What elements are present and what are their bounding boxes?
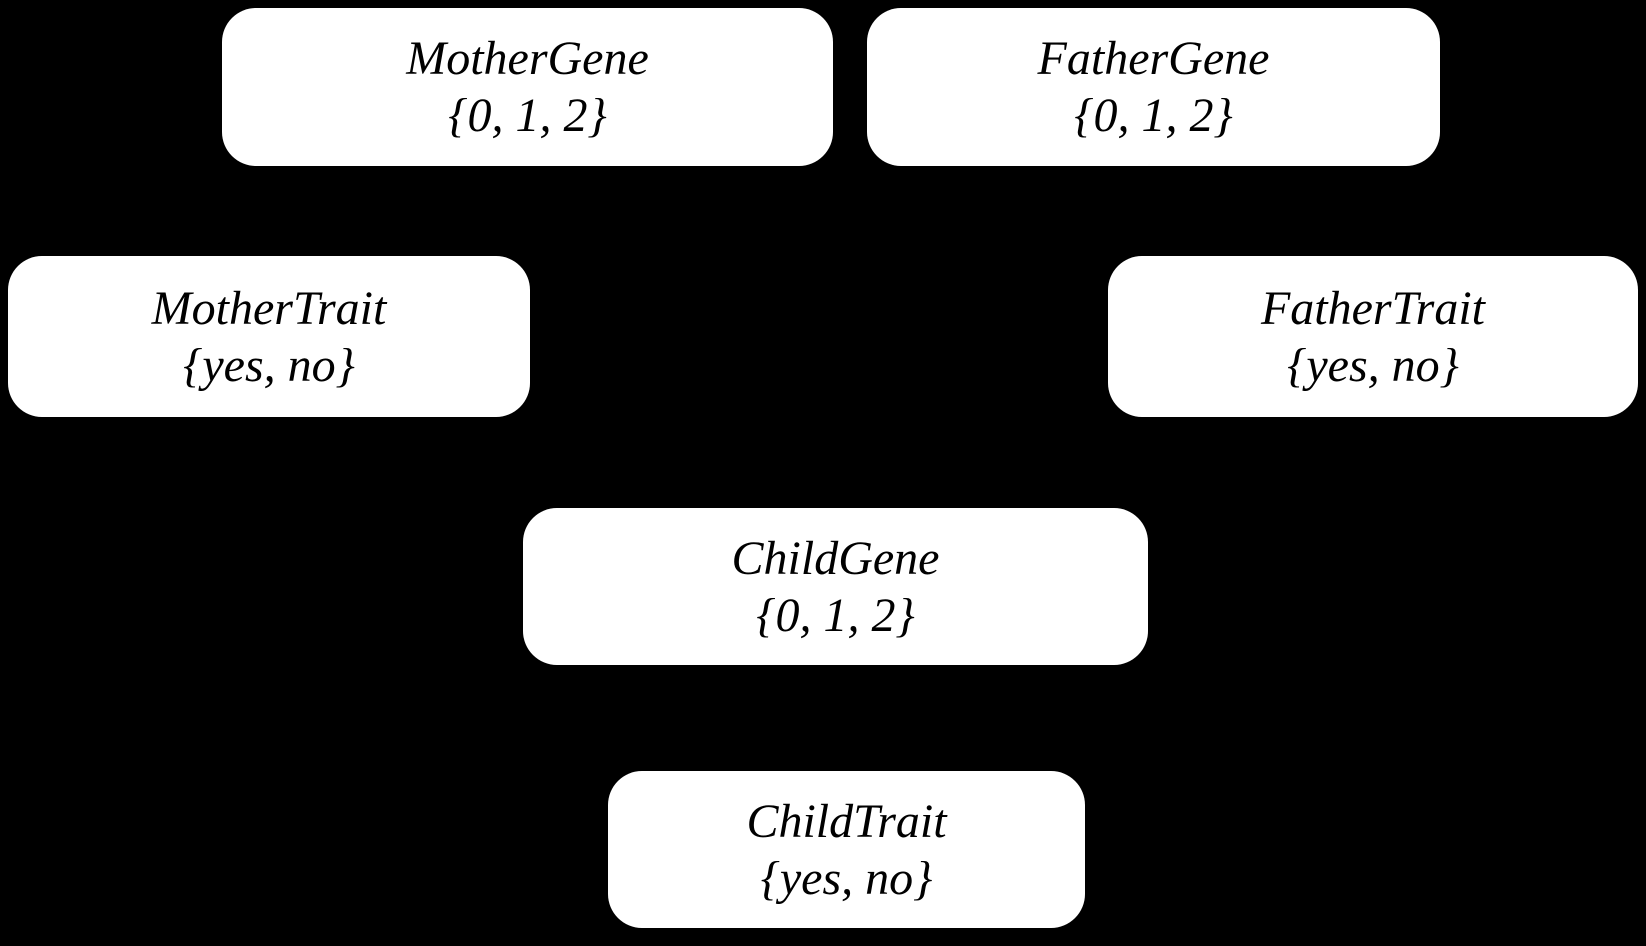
node-child-trait[interactable]: ChildTrait {yes, no} [608, 771, 1085, 928]
node-child-trait-domain: {yes, no} [760, 851, 933, 905]
node-mother-gene-label: MotherGene [406, 32, 649, 85]
node-mother-trait-domain: {yes, no} [183, 338, 355, 392]
node-mother-trait[interactable]: MotherTrait {yes, no} [8, 256, 530, 417]
node-father-trait-label: FatherTrait [1260, 281, 1486, 335]
node-mother-gene-domain: {0, 1, 2} [448, 89, 607, 142]
node-father-trait[interactable]: FatherTrait {yes, no} [1108, 256, 1638, 417]
node-father-gene-label: FatherGene [1037, 32, 1270, 85]
node-child-trait-label: ChildTrait [746, 794, 947, 848]
node-child-gene-domain: {0, 1, 2} [756, 588, 915, 642]
node-child-gene[interactable]: ChildGene {0, 1, 2} [523, 508, 1148, 665]
node-father-gene-domain: {0, 1, 2} [1074, 89, 1233, 142]
node-father-trait-domain: {yes, no} [1287, 338, 1459, 392]
node-father-gene[interactable]: FatherGene {0, 1, 2} [867, 8, 1440, 166]
node-mother-gene[interactable]: MotherGene {0, 1, 2} [222, 8, 833, 166]
node-child-gene-label: ChildGene [731, 531, 940, 585]
node-mother-trait-label: MotherTrait [151, 281, 387, 335]
